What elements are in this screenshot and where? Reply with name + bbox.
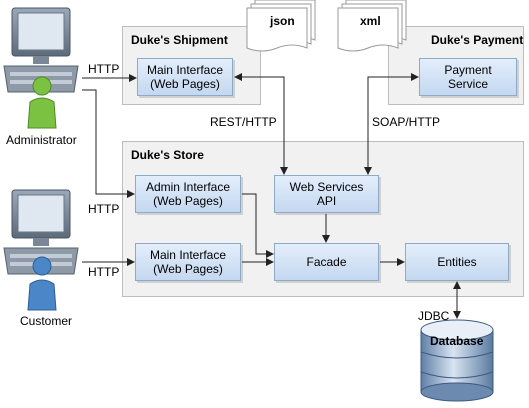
facade-label: Facade [306, 255, 347, 269]
shipment-main-interface-line2: (Web Pages) [150, 77, 220, 91]
dukes-shipment-title: Duke's Shipment [131, 33, 228, 47]
database-label: Database [430, 334, 484, 348]
customer-computer-icon [3, 189, 79, 275]
payment-service-box: Payment Service [419, 58, 517, 96]
admin-http-store-label: HTTP [88, 202, 120, 216]
shipment-main-interface-line1: Main Interface [146, 63, 224, 77]
rest-http-arrow [234, 73, 288, 175]
soap-http-arrow [364, 73, 419, 175]
facade-box: Facade [274, 243, 379, 281]
customer-label: Customer [20, 314, 73, 328]
dukes-payment-title: Duke's Payment [431, 33, 524, 47]
store-main-interface-line1: Main Interface [149, 248, 227, 262]
administrator-person-icon [27, 76, 57, 129]
shipment-main-interface-box: Main Interface (Web Pages) [137, 58, 233, 96]
admin-interface-to-facade-arrow [242, 193, 274, 258]
json-label: json [270, 14, 295, 28]
administrator-label: Administrator [6, 133, 77, 147]
entities-box: Entities [405, 243, 509, 281]
admin-to-admin-interface-arrow [82, 89, 135, 198]
rest-http-label: REST/HTTP [210, 115, 277, 129]
payment-service-line2: Service [447, 77, 488, 91]
web-services-api-line1: Web Services [289, 180, 364, 194]
web-services-api-box: Web Services API [274, 175, 379, 213]
xml-document-icon [337, 0, 407, 52]
store-main-interface-line2: (Web Pages) [153, 262, 223, 276]
store-main-interface-box: Main Interface (Web Pages) [135, 243, 241, 281]
customer-person-icon [27, 256, 57, 311]
entities-label: Entities [437, 255, 477, 269]
payment-service-line1: Payment [444, 63, 492, 77]
dukes-store-title: Duke's Store [131, 148, 204, 162]
soap-http-label: SOAP/HTTP [372, 115, 441, 129]
admin-interface-box: Admin Interface (Web Pages) [135, 175, 241, 213]
customer-http-label: HTTP [88, 265, 120, 279]
jdbc-label: JDBC [418, 309, 450, 323]
admin-interface-line1: Admin Interface [145, 180, 231, 194]
admin-http-top-label: HTTP [88, 62, 120, 76]
xml-label: xml [360, 14, 381, 28]
web-services-api-line2: API [316, 194, 337, 208]
admin-interface-line2: (Web Pages) [153, 194, 223, 208]
json-document-icon [246, 0, 316, 52]
database-icon [420, 319, 494, 402]
